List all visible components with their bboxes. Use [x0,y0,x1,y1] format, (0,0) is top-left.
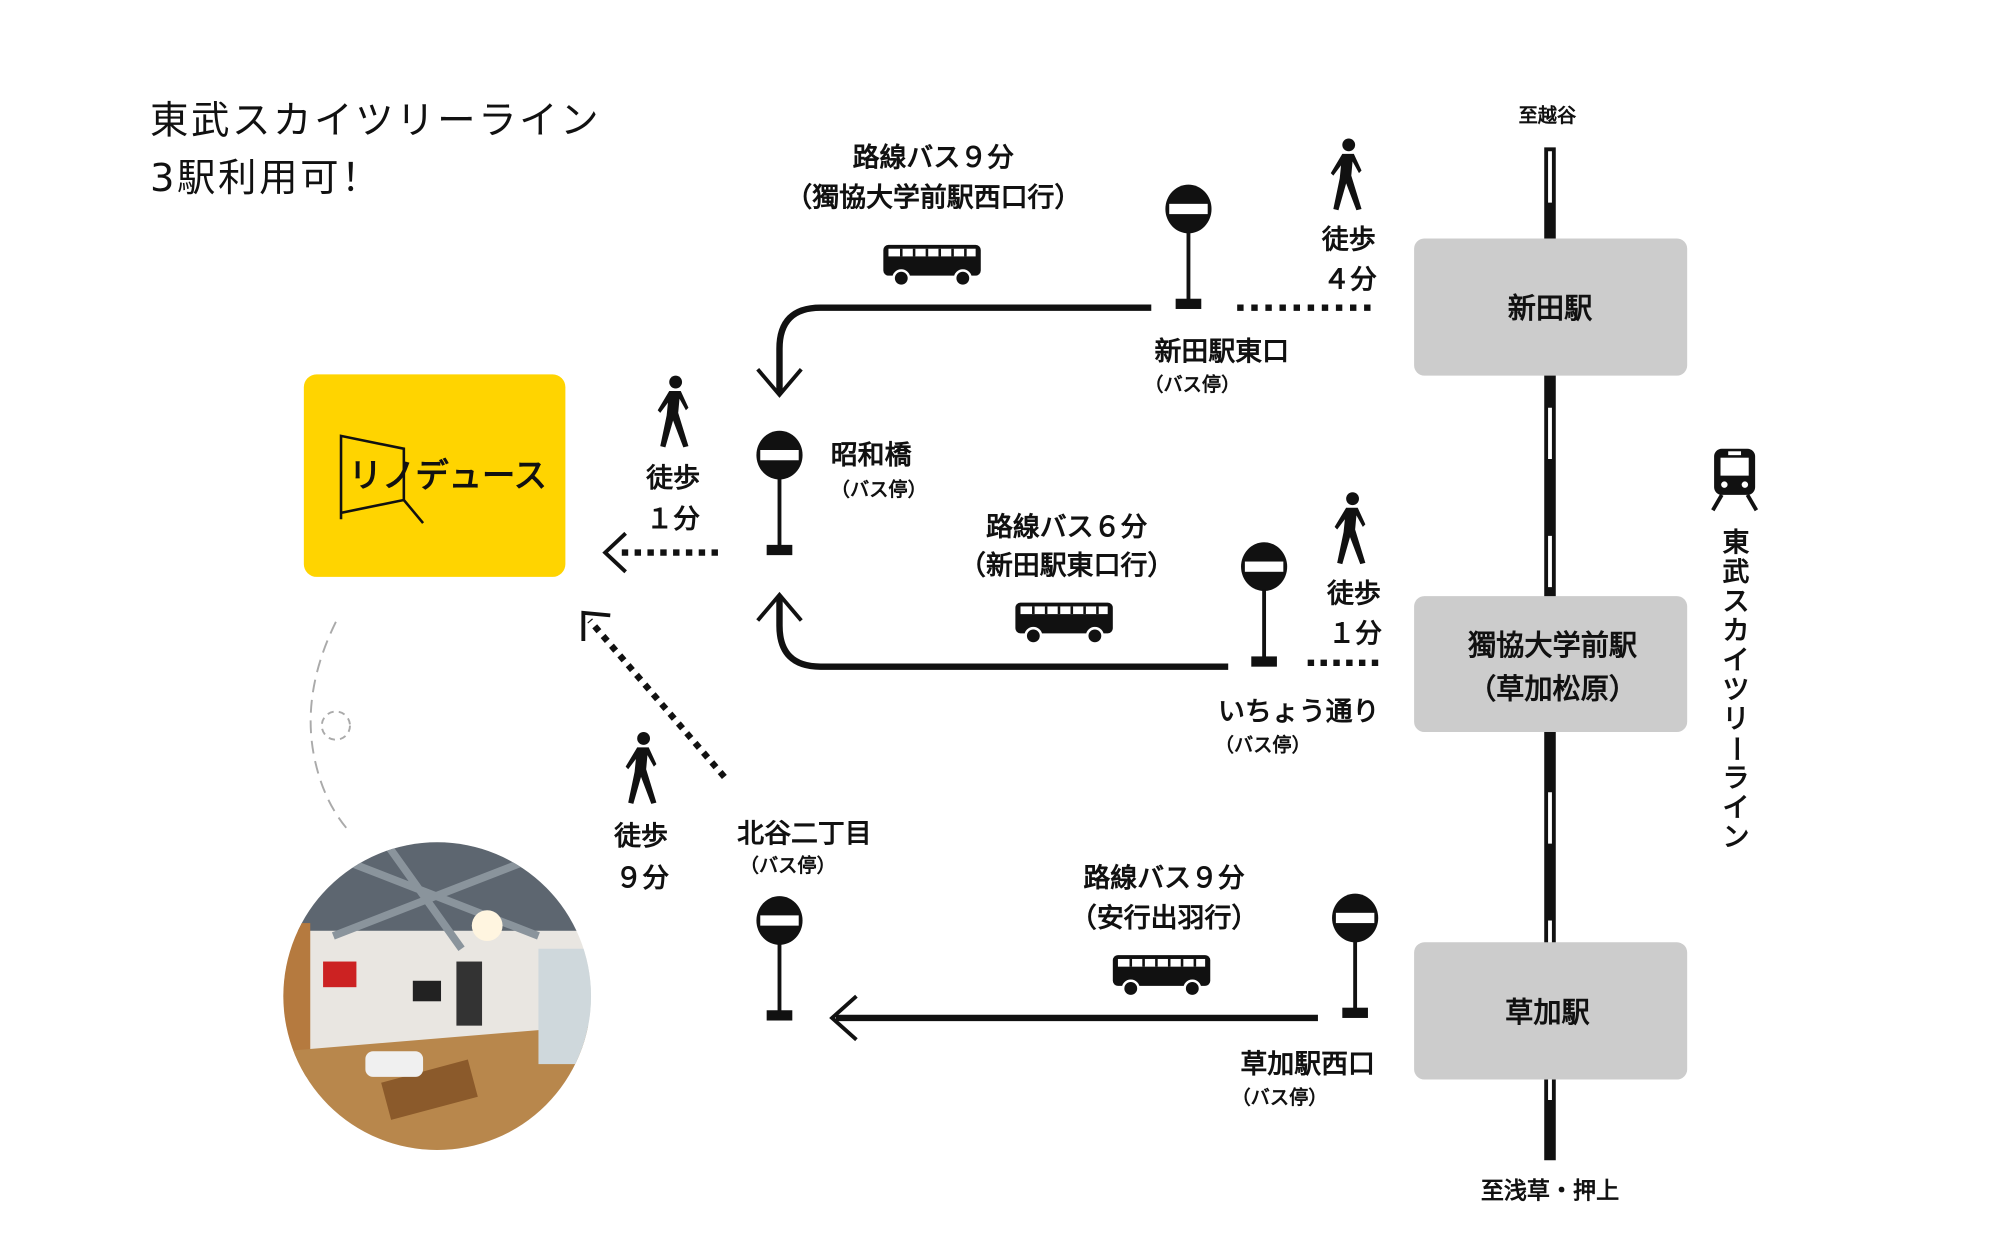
line-name-vertical: 東 武 ス カ イ ツ リ ー ラ イ ン [1720,527,1751,853]
bus-stop-icon[interactable] [1163,182,1214,311]
station-name: 新田駅 [1508,292,1593,325]
walk-label: 徒歩 [645,463,700,494]
interior-photo [283,842,592,1150]
walking-person-icon [625,732,657,804]
bus-icon [882,243,983,288]
arrow-left-icon [829,994,858,1042]
arrow-down-icon [756,367,803,398]
route-bottom-destination: （安行出羽行） [1070,902,1258,934]
station-subname: （草加松原） [1468,673,1637,706]
svg-text:ー: ー [1720,735,1751,762]
stop-showabashi: 昭和橋 [831,440,912,471]
walk-time: １分 [646,504,700,535]
dashed-circle-decoration [320,710,351,741]
walk-label: 徒歩 [613,821,668,852]
station-shinden[interactable]: 新田駅 [1414,238,1688,376]
station-name: 草加駅 [1505,996,1590,1029]
svg-text:ラ: ラ [1722,763,1749,794]
arrow-up-icon [756,591,803,622]
route-top-destination: （獨協大学前駅西口行） [785,181,1081,213]
headline-line-2: 3駅利用可！ [150,156,382,201]
direction-north: 至越谷 [1519,104,1577,127]
walk-time: ９分 [615,863,669,894]
bus-stop-tag: （バス停） [740,854,836,877]
svg-text:ツ: ツ [1722,675,1749,706]
svg-text:リ: リ [1722,704,1749,735]
bus-stop-icon[interactable] [754,428,805,558]
route-middle-destination: （新田駅東口行） [959,549,1174,581]
bus-stop-icon[interactable] [754,894,805,1023]
train-icon [1711,448,1759,512]
svg-text:イ: イ [1722,793,1749,824]
walk-path [587,618,727,780]
arrow-left-icon [602,531,627,574]
bus-icon [1111,953,1212,998]
headline-line-1: 東武スカイツリーライン [150,98,601,143]
stop-icho: いちょう通り [1218,697,1379,728]
station-soka[interactable]: 草加駅 [1414,942,1688,1080]
direction-south: 至浅草・押上 [1481,1179,1619,1205]
svg-text:東: 東 [1722,527,1749,558]
route-middle-label: 路線バス６分 [986,511,1148,543]
route-top-line [776,304,1152,393]
route-bottom-label: 路線バス９分 [1083,862,1245,894]
bus-stop-icon[interactable] [1239,540,1290,669]
stop-soka-west: 草加駅西口 [1240,1049,1375,1080]
stop-kitaya: 北谷二丁目 [737,818,872,849]
walking-person-icon [1334,492,1366,565]
stop-shinden-east: 新田駅東口 [1155,335,1290,367]
renoduce-logo: リノデュース [303,374,566,577]
walk-time: １分 [1328,618,1382,649]
route-top-label: 路線バス９分 [853,142,1015,174]
walk-label: 徒歩 [1326,579,1381,610]
walk-label: 徒歩 [1321,225,1376,256]
dashed-path-decoration [309,621,350,832]
bus-icon [1014,601,1115,645]
bus-stop-tag: （バス停） [1215,733,1311,756]
bus-stop-tag: （バス停） [831,478,927,501]
svg-text:ン: ン [1722,822,1749,853]
bus-stop-tag: （バス停） [1144,373,1240,396]
svg-text:イ: イ [1722,645,1749,676]
route-middle-line [776,597,1229,670]
station-name: 獨協大学前駅 [1468,629,1638,662]
bus-stop-tag: （バス停） [1231,1086,1327,1109]
svg-text:ス: ス [1722,586,1749,617]
walking-person-icon [657,375,689,448]
station-dokkyo[interactable]: 獨協大学前駅 （草加松原） [1414,596,1688,733]
svg-text:武: 武 [1722,557,1749,588]
walking-person-icon [1330,138,1362,211]
svg-text:カ: カ [1722,616,1749,647]
bus-stop-icon[interactable] [1330,891,1381,1020]
walk-time: ４分 [1323,264,1377,295]
logo-text: リノデュース [349,456,547,495]
arrow-upleft-icon [581,610,611,642]
